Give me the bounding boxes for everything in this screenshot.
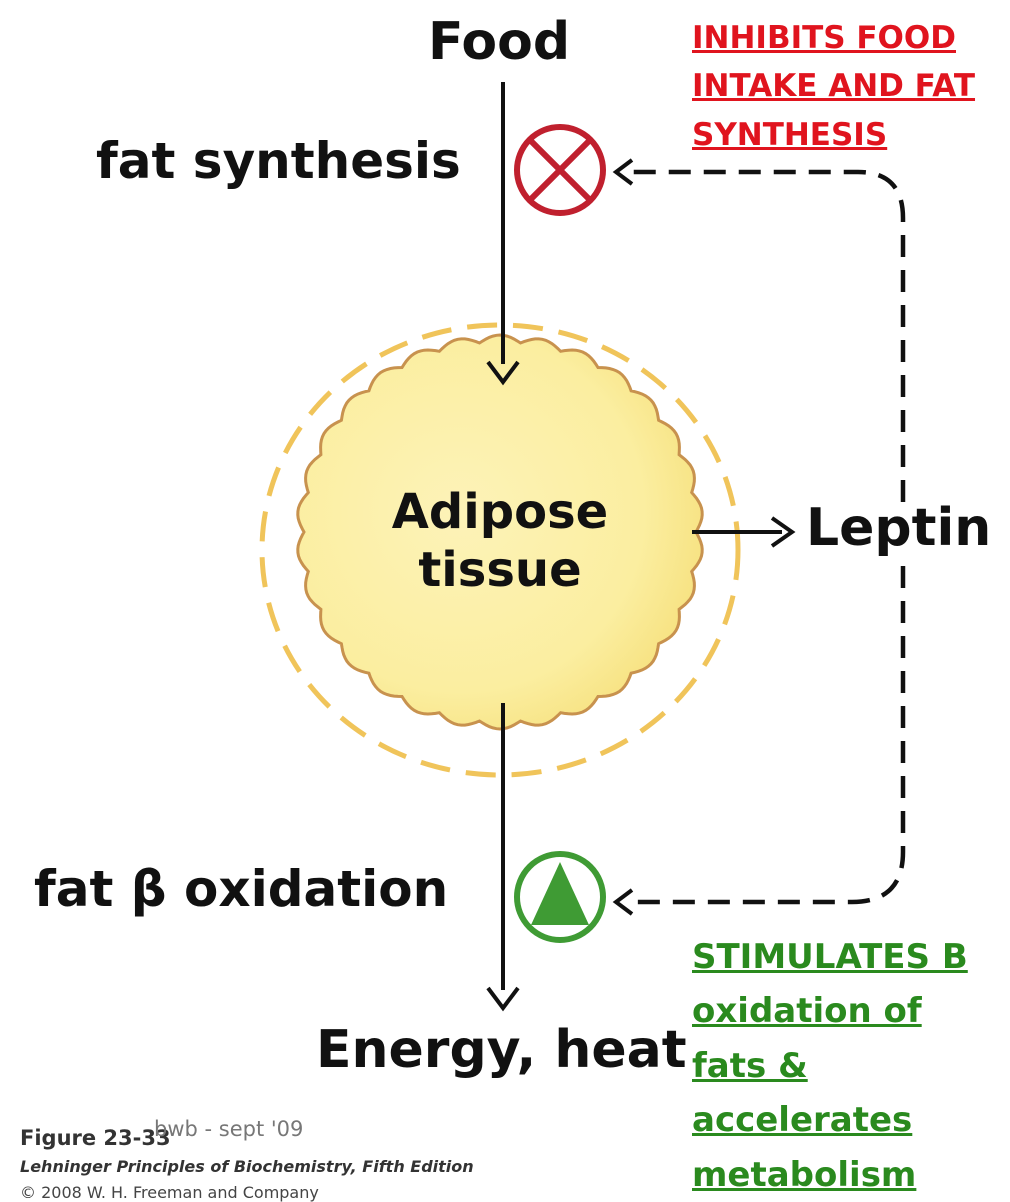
tissue-halo: [259, 322, 741, 778]
feedback-arrow-head-upper: [612, 158, 634, 186]
stimulates-line: oxidation of: [692, 991, 922, 1032]
inhibits-line: INHIBITS FOOD: [692, 20, 956, 56]
stimulates-line: STIMULATES B: [692, 937, 968, 977]
fat-beta-oxidation-label: fat β oxidation: [34, 860, 449, 918]
stimulates-line: metabolism: [692, 1154, 917, 1195]
copyright: © 2008 W. H. Freeman and Company: [20, 1183, 319, 1202]
inhibits-line: INTAKE AND FAT: [692, 68, 976, 105]
stimulates-line: fats &: [692, 1045, 808, 1086]
circle-triangle-icon: [514, 851, 606, 943]
adipose-tissue-blob: [296, 333, 704, 731]
energy-heat-label: Energy, heat: [316, 1020, 687, 1080]
book-title: Lehninger Principles of Biochemistry, Fi…: [20, 1157, 474, 1176]
stimulates-note: STIMULATES B oxidation of fats & acceler…: [692, 930, 968, 1202]
food-arrow-head: [486, 360, 520, 386]
energy-arrow-head: [486, 986, 520, 1012]
circle-x-icon: [514, 124, 606, 216]
stimulates-line: accelerates: [692, 1100, 913, 1141]
feedback-arrow-head-lower: [612, 888, 634, 916]
food-label: Food: [428, 12, 571, 72]
inhibits-note: INHIBITS FOOD INTAKE AND FAT SYNTHESIS: [692, 14, 975, 159]
watermark-text: bwb - sept '09: [154, 1117, 304, 1141]
leptin-label: Leptin: [806, 498, 992, 558]
feedback-dashed-upper: [628, 169, 906, 502]
adipose-label-line2: tissue: [418, 541, 582, 598]
adipose-label-line1: Adipose: [391, 484, 609, 540]
fat-synthesis-label: fat synthesis: [96, 132, 461, 190]
figure-number: Figure 23-33: [20, 1126, 171, 1150]
leptin-arrow-head: [770, 516, 796, 548]
inhibits-line: SYNTHESIS: [692, 116, 888, 153]
adipose-tissue-label: Adipose tissue: [360, 484, 640, 599]
feedback-dashed-lower: [628, 566, 906, 905]
